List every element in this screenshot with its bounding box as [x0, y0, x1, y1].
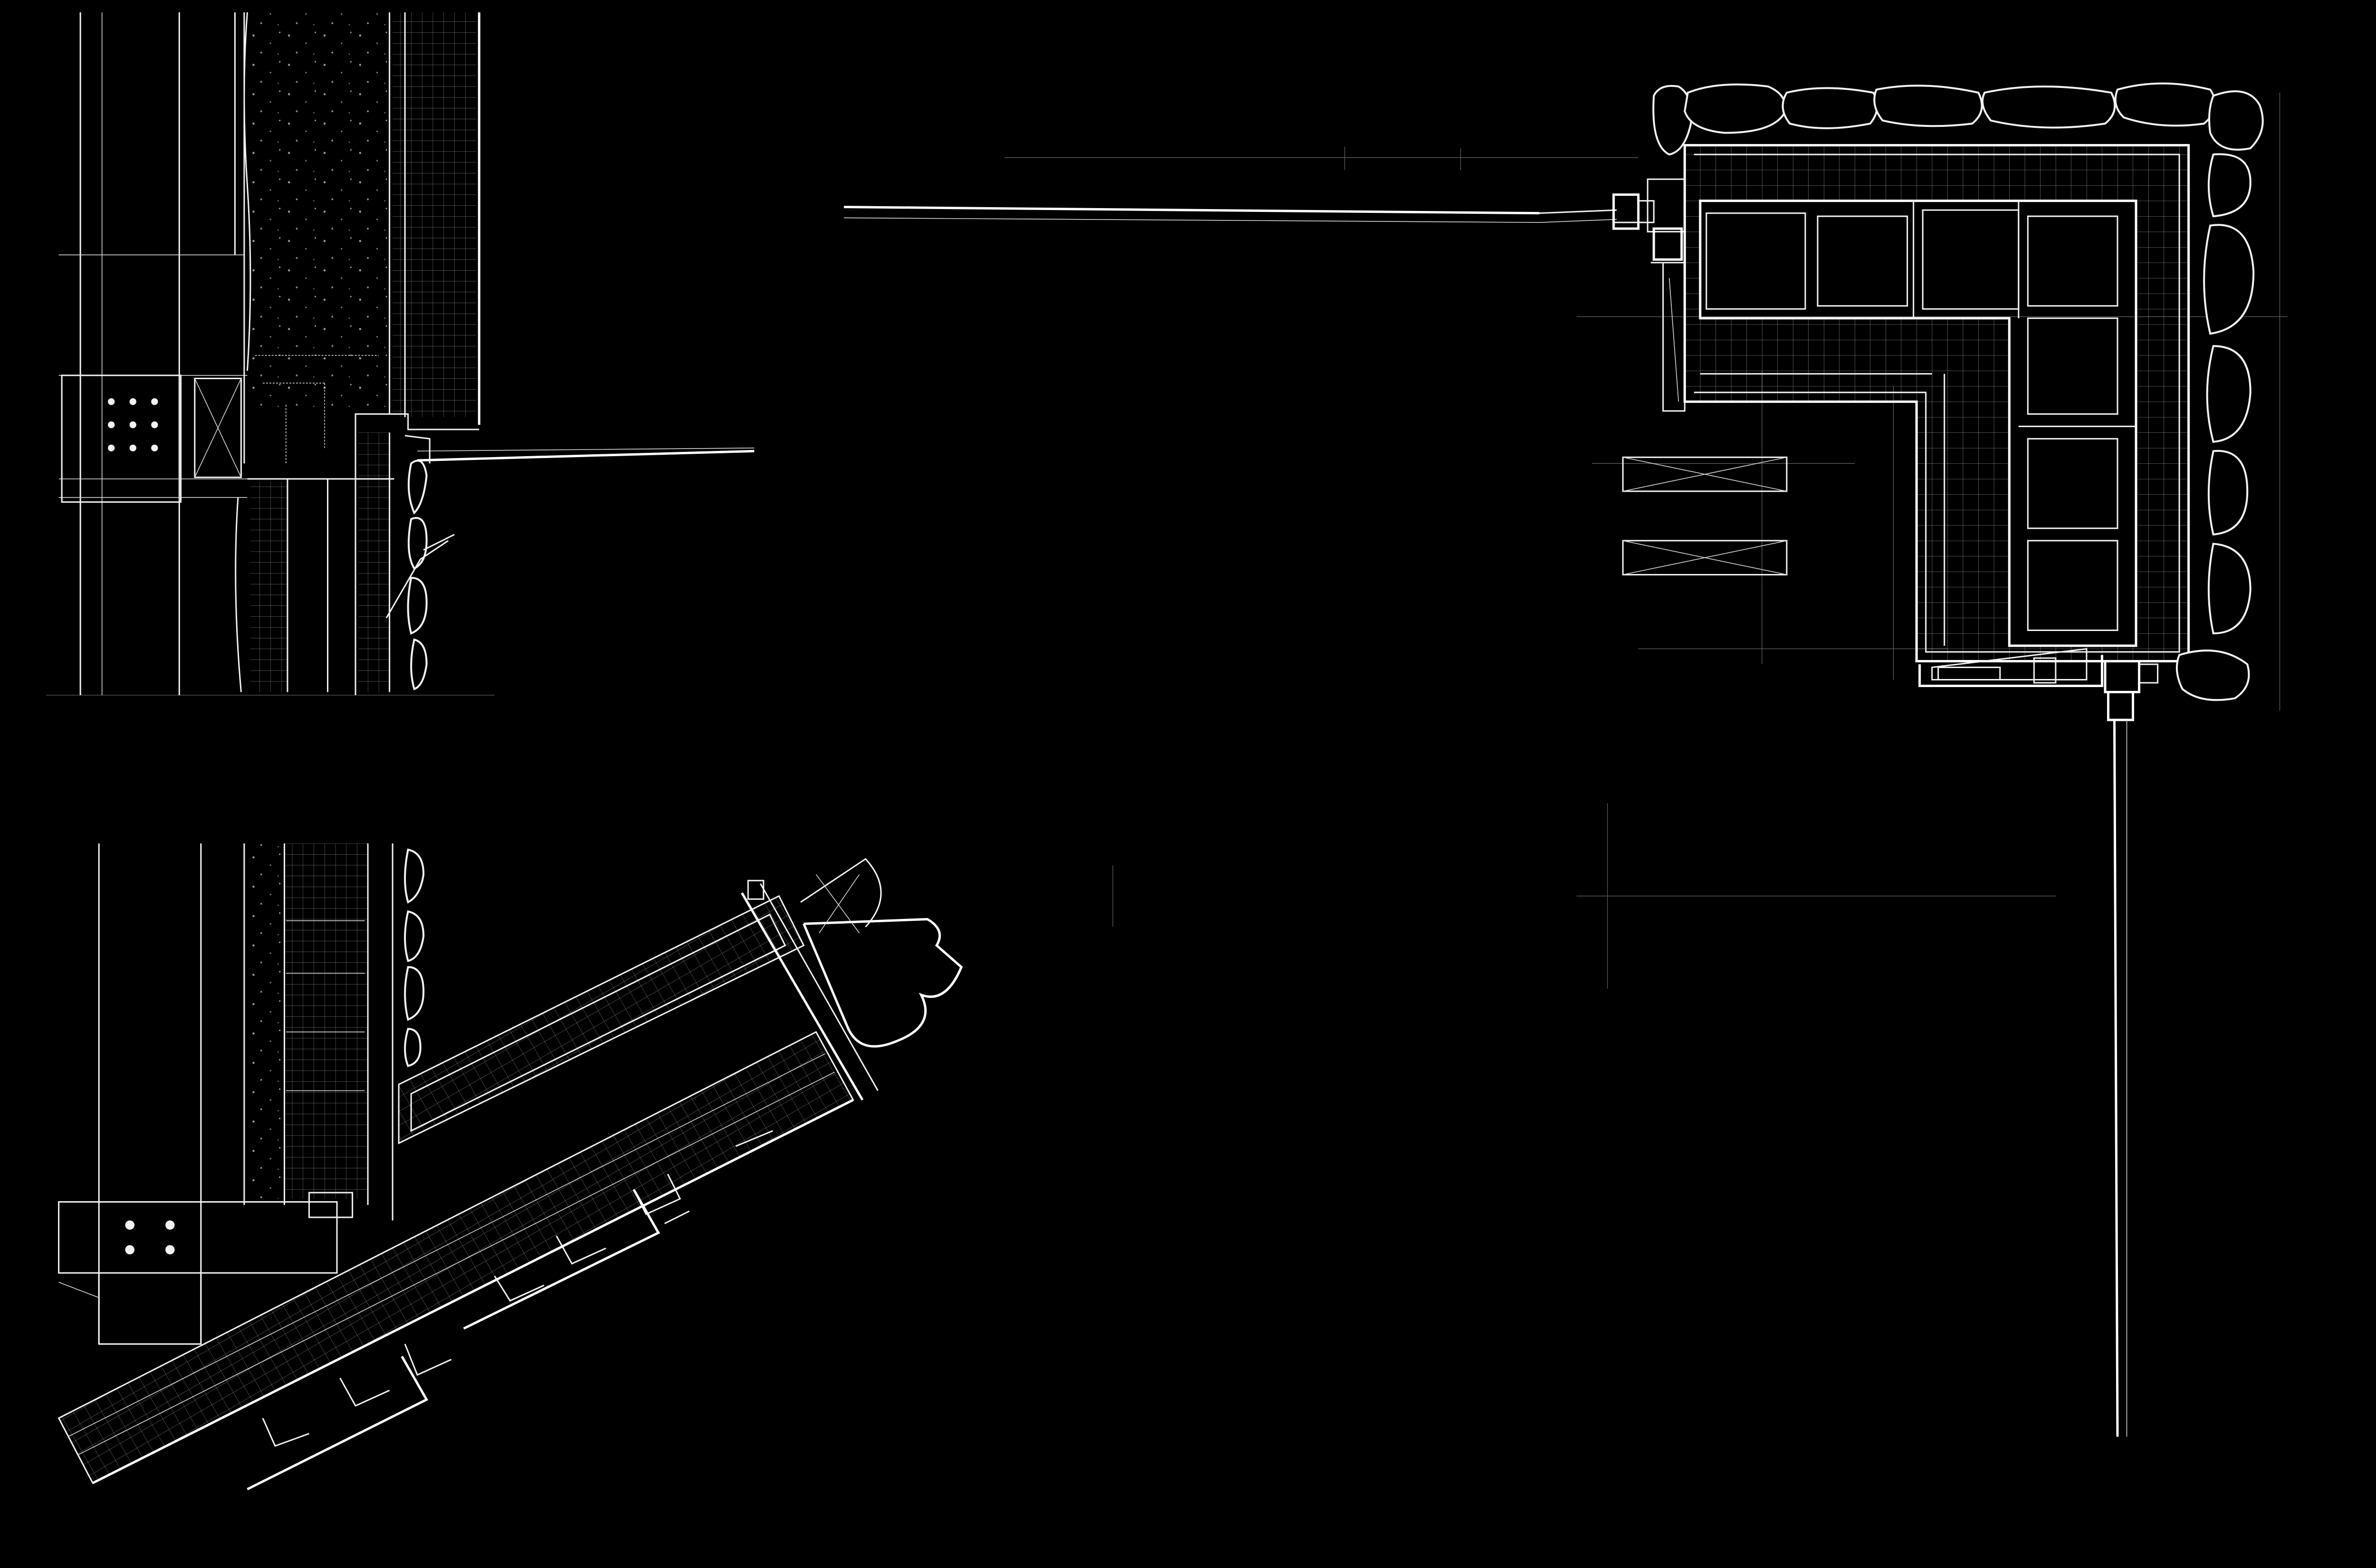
detail-corner-plan	[844, 84, 2263, 1437]
stone-panel-grid	[1706, 201, 2136, 631]
bolt-group	[125, 1220, 175, 1254]
rubble-stone-wall	[1653, 84, 2262, 700]
detail-sloped-roof-eave	[59, 843, 961, 1489]
bolt-group	[108, 398, 158, 452]
detail-wall-roof-junction	[59, 12, 755, 695]
